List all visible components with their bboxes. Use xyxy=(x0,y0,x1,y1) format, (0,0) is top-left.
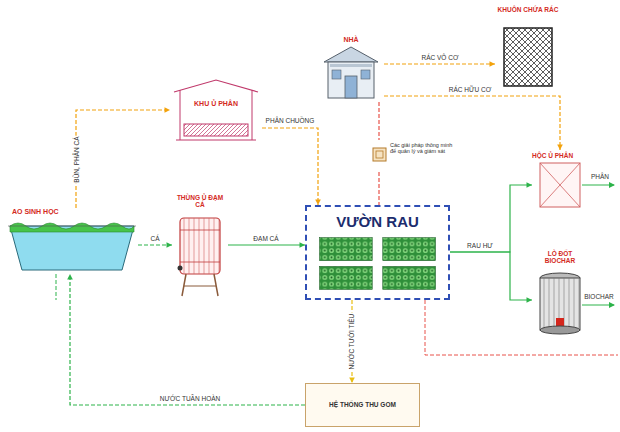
drawing-line xyxy=(540,163,580,207)
flow-connector xyxy=(384,96,560,150)
drawing-rect xyxy=(373,148,386,161)
drawing-rect xyxy=(361,70,370,79)
drawing-line xyxy=(184,286,216,287)
flow-connector xyxy=(384,63,495,64)
arrow-head xyxy=(167,242,173,248)
node-label: KHUÔN CHỨA RÁC xyxy=(495,6,561,13)
drawing-rect xyxy=(504,28,552,86)
output-arrow xyxy=(582,185,614,186)
fish-tank: THÙNG Ủ ĐẠM CÁ xyxy=(172,194,228,298)
drawing-rect xyxy=(320,266,373,289)
drawing-rect xyxy=(332,70,341,79)
arrow-head xyxy=(527,297,533,303)
flow-connector xyxy=(450,252,532,300)
smart-callout: Các giải pháp thông minh để quản lý và g… xyxy=(372,140,454,172)
node-label: AO SINH HỌC xyxy=(12,208,138,216)
compost-bin: HỘC Ủ PHÂN xyxy=(532,150,588,210)
drawing-rect xyxy=(540,278,580,330)
drawing-rect xyxy=(330,64,372,67)
bin-icon xyxy=(495,6,561,90)
drawing-polygon xyxy=(324,47,378,62)
node-label: THÙNG Ủ ĐẠM CÁ xyxy=(172,194,228,209)
compost-shed: KHU Ủ PHÂN xyxy=(170,76,262,142)
garden-box: VƯỜN RAU xyxy=(305,205,450,300)
drawing-polygon xyxy=(10,226,134,270)
node-label: HỘC Ủ PHÂN xyxy=(532,152,588,159)
drawing-rect xyxy=(320,238,373,261)
arrow-head xyxy=(527,182,533,188)
flow-label: NƯỚC TUẦN HOÀN xyxy=(159,395,221,402)
flow-connector xyxy=(378,172,379,205)
drawing-path xyxy=(10,223,134,232)
drawing-line xyxy=(8,226,136,227)
kiln: LÒ ĐỐT BIOCHAR xyxy=(532,250,588,338)
drawing-line xyxy=(180,262,220,263)
drawing-rect xyxy=(383,238,436,261)
flow-connector xyxy=(76,110,170,208)
drawing-circle xyxy=(178,266,183,271)
flow-label: RÁC HỮU CƠ xyxy=(448,86,493,93)
drawing-line xyxy=(214,274,218,296)
arrow-head xyxy=(165,107,171,113)
drawing-rect xyxy=(383,266,436,289)
node-label: LÒ ĐỐT BIOCHAR xyxy=(532,250,588,265)
flow-label: RÁC VÔ CƠ xyxy=(421,54,460,61)
output-arrow xyxy=(582,305,614,306)
collect-box: HỆ THỐNG THU GOM xyxy=(305,383,420,427)
flow-connector xyxy=(262,128,318,205)
drawing-ellipse xyxy=(540,326,580,334)
drawing-rect xyxy=(328,62,374,98)
flow-connector xyxy=(228,244,305,245)
drawing-rect xyxy=(180,218,220,274)
flow-label: CÁ xyxy=(149,235,160,242)
output-label: BIOCHAR xyxy=(583,293,615,300)
pond: AO SINH HỌC xyxy=(6,208,138,274)
node-label: Các giải pháp thông minh để quản lý và g… xyxy=(390,142,454,155)
drawing-line xyxy=(182,274,186,296)
node-label: HỆ THỐNG THU GOM xyxy=(306,401,419,408)
flow-label: RAU HƯ xyxy=(466,242,494,249)
house-icon xyxy=(318,36,384,102)
drawing-rect xyxy=(345,76,357,98)
drawing-polyline xyxy=(174,80,258,92)
pond-icon xyxy=(6,208,138,274)
arrow-head xyxy=(67,274,73,280)
drawing-rect xyxy=(376,151,383,158)
output-label: PHÂN xyxy=(590,173,610,180)
node-label: VƯỜN RAU xyxy=(307,213,448,230)
drawing-rect xyxy=(540,163,580,207)
drawing-rect xyxy=(180,218,220,274)
drawing-line xyxy=(540,163,580,207)
house: NHÀ xyxy=(318,36,384,102)
flow-connector xyxy=(450,185,532,252)
drawing-line xyxy=(252,90,253,140)
drawing-rect xyxy=(540,278,580,330)
waste-bin: KHUÔN CHỨA RÁC xyxy=(495,6,561,90)
monitor-line xyxy=(425,300,618,355)
drawing-line xyxy=(180,90,181,140)
flow-connector xyxy=(70,274,305,405)
shed-icon xyxy=(170,76,262,142)
flow-label: BÙN, PHÂN CÁ xyxy=(72,136,79,184)
flow-label: PHÂN CHUỒNG xyxy=(265,117,316,124)
pond-pipe xyxy=(56,274,57,300)
drawing-rect xyxy=(184,124,248,136)
flow-label: NƯỚC TƯỚI TIÊU xyxy=(348,313,355,371)
node-label: KHU Ủ PHÂN xyxy=(170,100,262,108)
tank-icon xyxy=(172,194,228,298)
arrow-head xyxy=(557,145,563,151)
drawing-line xyxy=(176,140,256,141)
node-label: NHÀ xyxy=(318,36,384,44)
drawing-line xyxy=(180,230,220,231)
flow-label: ĐẠM CÁ xyxy=(252,235,279,242)
flow-connector xyxy=(378,102,379,140)
arrow-head xyxy=(490,61,496,67)
